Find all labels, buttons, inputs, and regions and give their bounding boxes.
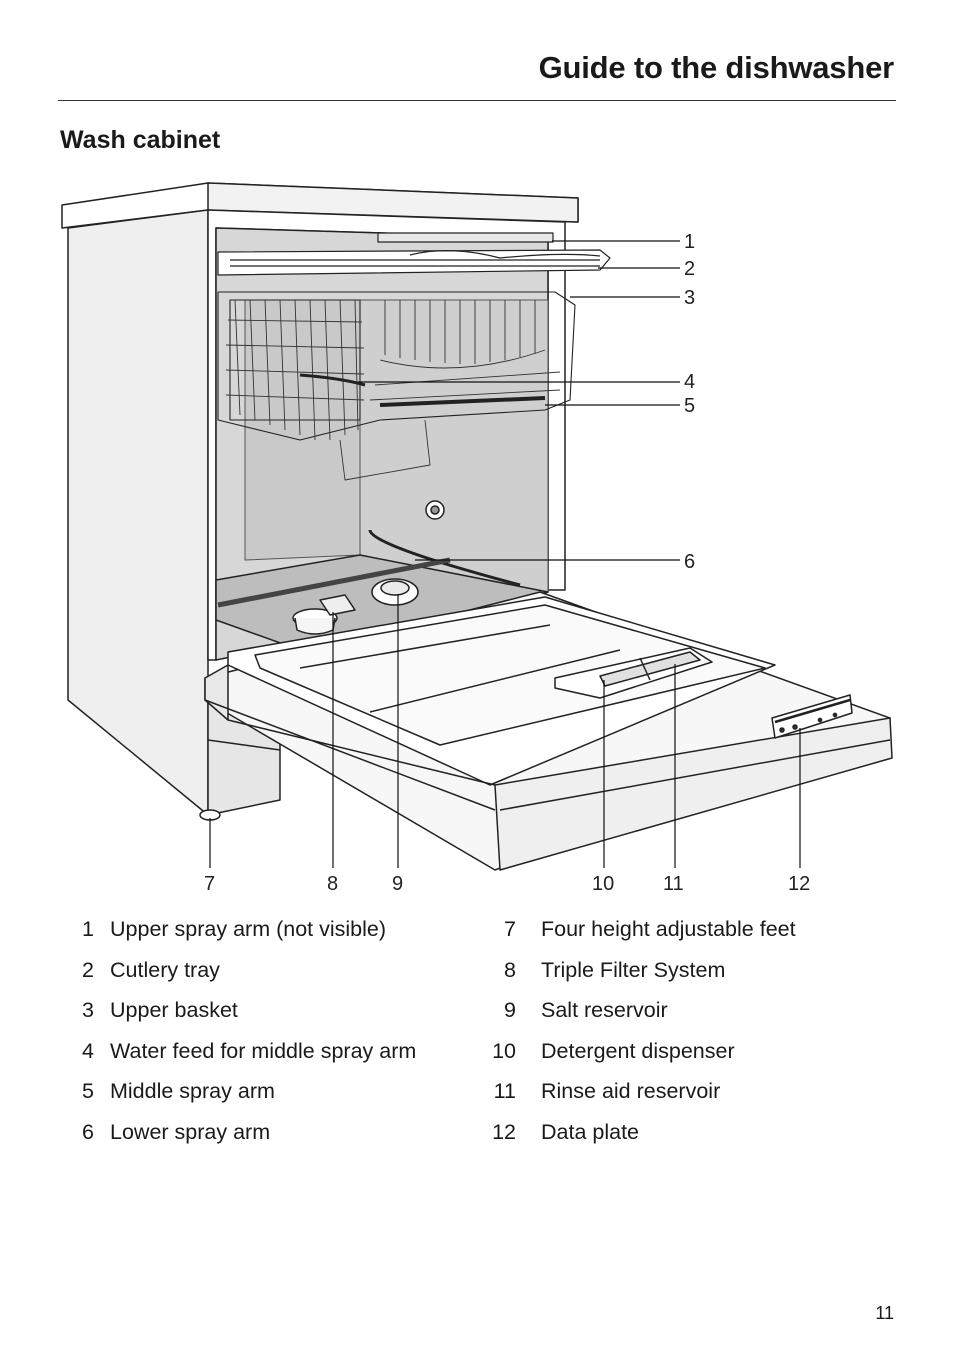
legend-label: Water feed for middle spray arm <box>110 1038 417 1063</box>
legend-item: 5 Middle spray arm <box>60 1079 416 1120</box>
legend-left-column: 1 Upper spray arm (not visible) 2 Cutlery … <box>60 917 416 1160</box>
legend-item: 3 Upper basket <box>60 998 416 1039</box>
water-feed-tube <box>299 373 366 387</box>
legend-number: 7 <box>504 917 516 941</box>
callout-1: 1 <box>684 231 695 253</box>
page-header-title: Guide to the dishwasher <box>538 50 895 85</box>
legend-item: 7 Four height adjustable feet <box>486 917 796 958</box>
dishwasher-illustration: 1 2 3 4 5 6 7 8 9 10 11 12 <box>61 182 893 895</box>
callout-4: 4 <box>684 371 695 393</box>
legend-number: 1 <box>82 917 94 941</box>
legend-label: Rinse aid reservoir <box>541 1079 721 1103</box>
door-front-edge <box>494 717 893 871</box>
legend-number: 3 <box>82 998 94 1022</box>
legend-label: Data plate <box>541 1119 640 1144</box>
page-number: 11 <box>875 1303 894 1323</box>
cabinet-side-panel <box>67 209 209 816</box>
upper-basket <box>217 291 576 481</box>
legend-label: Detergent dispenser <box>541 1038 735 1063</box>
callout-12: 12 <box>788 873 810 895</box>
header-divider <box>58 100 896 101</box>
detergent-dispenser <box>554 647 713 699</box>
legend-item: 11 Rinse aid reservoir <box>486 1079 796 1120</box>
legend-item: 6 Lower spray arm <box>60 1120 416 1161</box>
legend-right-column: 7 Four height adjustable feet 8 Triple Fil… <box>486 917 796 1160</box>
callout-10: 10 <box>592 873 614 895</box>
legend-number: 6 <box>82 1119 94 1144</box>
legend-label: Salt reservoir <box>541 998 668 1022</box>
legend-number: 12 <box>492 1119 516 1144</box>
legend-number: 10 <box>492 1038 516 1063</box>
callout-11: 11 <box>663 873 684 895</box>
legend-label: Upper basket <box>110 998 238 1022</box>
legend-label: Lower spray arm <box>110 1119 271 1144</box>
legend-item: 8 Triple Filter System <box>486 958 796 999</box>
callout-2: 2 <box>684 258 695 280</box>
callout-8: 8 <box>327 873 338 895</box>
legend-number: 8 <box>504 957 516 982</box>
callout-3: 3 <box>684 287 695 309</box>
cutlery-tray <box>217 232 611 276</box>
legend-number: 11 <box>493 1079 516 1103</box>
legend-item: 1 Upper spray arm (not visible) <box>60 917 416 958</box>
legend-item: 10 Detergent dispenser <box>486 1039 796 1080</box>
legend-item: 9 Salt reservoir <box>486 998 796 1039</box>
legend-label: Four height adjustable feet <box>541 917 796 941</box>
middle-spray-arm <box>379 396 546 407</box>
section-title: Wash cabinet <box>60 126 221 154</box>
data-plate <box>771 694 853 739</box>
callout-6: 6 <box>684 551 695 573</box>
salt-reservoir-cap <box>371 578 419 606</box>
legend-item: 12 Data plate <box>486 1120 796 1161</box>
legend-number: 5 <box>82 1079 94 1103</box>
callout-5: 5 <box>684 395 695 417</box>
legend-label: Cutlery tray <box>110 957 220 982</box>
callout-9: 9 <box>392 873 403 895</box>
legend-label: Upper spray arm (not visible) <box>110 917 387 941</box>
callout-7: 7 <box>204 873 215 895</box>
legend-label: Triple Filter System <box>541 957 726 982</box>
legend-item: 2 Cutlery tray <box>60 958 416 999</box>
triple-filter <box>292 594 356 635</box>
lower-spray-arm <box>217 557 451 608</box>
legend-label: Middle spray arm <box>110 1079 275 1103</box>
legend-number: 4 <box>82 1038 94 1063</box>
legend-item: 4 Water feed for middle spray arm <box>60 1039 416 1080</box>
legend-number: 9 <box>504 998 516 1022</box>
legend-number: 2 <box>82 957 94 982</box>
